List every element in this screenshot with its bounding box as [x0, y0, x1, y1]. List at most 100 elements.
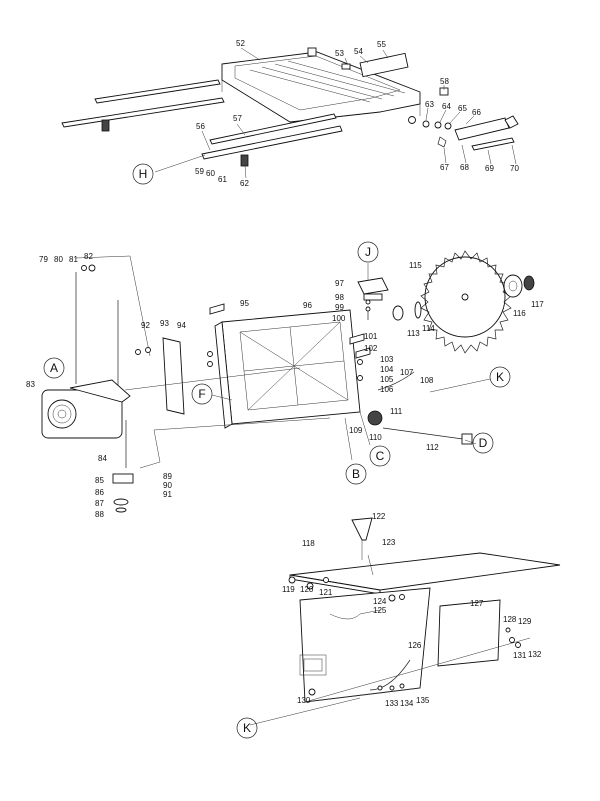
callout-53: 53	[335, 49, 344, 58]
ref-letter-K-top: K	[489, 366, 511, 388]
callout-98: 98	[335, 293, 344, 302]
callout-58: 58	[440, 77, 449, 86]
svg-text:H: H	[139, 167, 148, 181]
bracket-97	[357, 277, 389, 295]
knob-62	[240, 154, 249, 167]
callout-62: 62	[240, 179, 249, 188]
callout-133: 133	[385, 699, 399, 708]
callout-119: 119	[282, 585, 295, 594]
motor-housing-top	[69, 379, 131, 403]
callout-127: 127	[470, 599, 484, 608]
svg-text:B: B	[352, 467, 360, 481]
callout-135: 135	[416, 696, 430, 705]
washer-114	[414, 301, 422, 319]
top-assembly	[61, 47, 519, 167]
callout-120: 120	[300, 585, 314, 594]
gear-110	[367, 410, 383, 426]
callout-83: 83	[26, 380, 35, 389]
ref-letter-J: J	[357, 241, 379, 263]
bracket-68	[454, 117, 510, 141]
ref-letter-F: F	[191, 383, 213, 405]
callout-52: 52	[236, 39, 245, 48]
callout-97: 97	[335, 279, 344, 288]
callout-82: 82	[84, 252, 93, 261]
callout-88: 88	[95, 510, 104, 519]
callout-103: 103	[380, 355, 394, 364]
callout-80: 80	[54, 255, 63, 264]
callout-84: 84	[98, 454, 107, 463]
svg-text:K: K	[243, 721, 251, 735]
callout-124: 124	[373, 597, 387, 606]
callout-123: 123	[382, 538, 396, 547]
ref-letter-H: H	[132, 163, 154, 185]
callout-95: 95	[240, 299, 249, 308]
callout-111: 111	[390, 407, 403, 416]
callout-94: 94	[177, 321, 186, 330]
callout-106: 106	[380, 385, 394, 394]
callout-134: 134	[400, 699, 414, 708]
washer-87	[113, 498, 129, 506]
callout-130: 130	[297, 696, 311, 705]
callout-113: 113	[407, 329, 420, 338]
ref-letter-D: D	[472, 432, 494, 454]
flange-116	[503, 274, 523, 298]
callout-79: 79	[39, 255, 48, 264]
callout-102: 102	[364, 344, 378, 353]
callout-93: 93	[160, 319, 169, 328]
callout-61: 61	[218, 175, 227, 184]
callout-126: 126	[408, 641, 422, 650]
callout-104: 104	[380, 365, 394, 374]
middle-assembly	[41, 250, 535, 513]
callout-81: 81	[69, 255, 78, 264]
callout-65: 65	[458, 104, 467, 113]
callout-100: 100	[332, 314, 346, 323]
callout-60: 60	[206, 169, 215, 178]
callout-57: 57	[233, 114, 242, 123]
callout-117: 117	[531, 300, 544, 309]
callout-59: 59	[195, 167, 204, 176]
callout-55: 55	[377, 40, 386, 49]
callout-89: 89	[163, 472, 172, 481]
callout-66: 66	[472, 108, 481, 117]
callout-91: 91	[163, 490, 172, 499]
ref-letter-B: B	[345, 463, 367, 485]
callout-69: 69	[485, 164, 494, 173]
callout-125: 125	[373, 606, 387, 615]
part-53	[341, 63, 351, 70]
callout-105: 105	[380, 375, 394, 384]
callout-99: 99	[335, 303, 344, 312]
callout-90: 90	[163, 481, 172, 490]
callout-118: 118	[302, 539, 315, 548]
reference-letters: H J A F K C B D	[43, 163, 511, 739]
bottom-assembly	[249, 517, 561, 726]
callout-115: 115	[409, 261, 422, 270]
callout-122: 122	[372, 512, 386, 521]
callout-87: 87	[95, 499, 104, 508]
svg-text:K: K	[496, 370, 504, 384]
handle-55	[359, 52, 409, 78]
callout-110: 110	[369, 433, 382, 442]
callout-56: 56	[196, 122, 205, 131]
callout-68: 68	[460, 163, 469, 172]
callout-85: 85	[95, 476, 104, 485]
bracket-122	[351, 517, 373, 541]
callout-92: 92	[141, 321, 150, 330]
callout-109: 109	[349, 426, 363, 435]
callout-108: 108	[420, 376, 434, 385]
nut-117	[523, 275, 535, 291]
callout-114: 114	[422, 324, 435, 333]
rail-57	[209, 113, 337, 145]
flange-113	[392, 305, 404, 321]
middle-connection-lines	[124, 263, 491, 469]
callout-116: 116	[513, 309, 526, 318]
callout-96: 96	[303, 301, 312, 310]
callout-63: 63	[425, 100, 434, 109]
svg-text:A: A	[50, 361, 58, 375]
knob	[101, 119, 110, 132]
callout-70: 70	[510, 164, 519, 173]
svg-text:C: C	[376, 449, 385, 463]
strip-69	[471, 137, 515, 151]
panel-127	[437, 599, 501, 667]
rail-upper	[94, 79, 221, 104]
